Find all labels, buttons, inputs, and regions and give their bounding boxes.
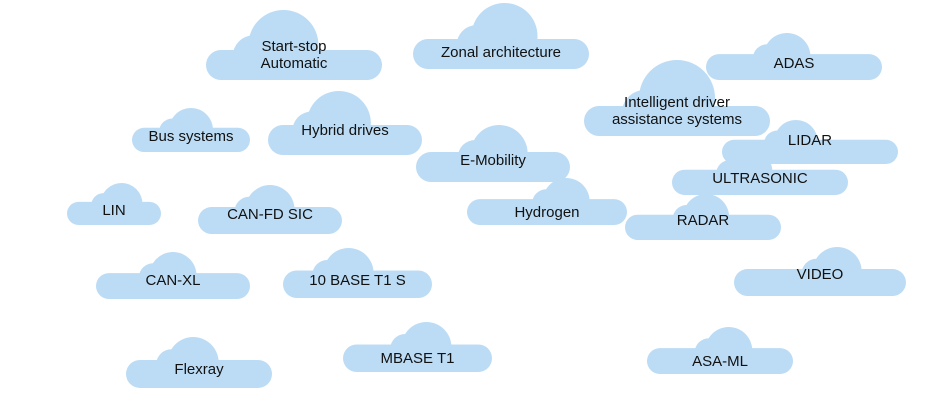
cloud-zonal-architecture: Zonal architecture — [413, 3, 589, 69]
cloud-mbase-t1: MBASE T1 — [343, 322, 492, 372]
cloud-shape — [672, 149, 848, 195]
cloud-shape — [413, 3, 589, 69]
cloud-hydrogen: Hydrogen — [467, 178, 627, 225]
cloud-shape — [584, 60, 770, 136]
cloud-hybrid-drives: Hybrid drives — [268, 91, 422, 155]
cloud-e-mobility: E-Mobility — [416, 125, 570, 182]
cloud-10-base-t1-s: 10 BASE T1 S — [283, 248, 432, 298]
cloud-shape — [268, 91, 422, 155]
cloud-shape — [647, 327, 793, 374]
cloud-shape — [96, 252, 250, 299]
cloud-shape — [132, 108, 250, 152]
cloud-shape — [67, 183, 161, 225]
cloud-can-xl: CAN-XL — [96, 252, 250, 299]
cloud-shape — [198, 185, 342, 234]
cloud-asa-ml: ASA-ML — [647, 327, 793, 374]
cloud-shape — [416, 125, 570, 182]
cloud-radar: RADAR — [625, 194, 781, 240]
cloud-shape — [625, 194, 781, 240]
cloud-video: VIDEO — [734, 247, 906, 296]
cloud-start-stop: Start-stop Automatic — [206, 10, 382, 80]
cloud-shape — [734, 247, 906, 296]
cloud-shape — [343, 322, 492, 372]
cloud-can-fd-sic: CAN-FD SIC — [198, 185, 342, 234]
cloud-bus-systems: Bus systems — [132, 108, 250, 152]
cloud-adas: ADAS — [706, 33, 882, 80]
cloud-flexray: Flexray — [126, 337, 272, 388]
cloud-shape — [283, 248, 432, 298]
cloud-lin: LIN — [67, 183, 161, 225]
cloud-shape — [206, 10, 382, 80]
cloud-shape — [467, 178, 627, 225]
cloud-shape — [706, 33, 882, 80]
cloud-shape — [126, 337, 272, 388]
cloud-ultrasonic: ULTRASONIC — [672, 149, 848, 195]
